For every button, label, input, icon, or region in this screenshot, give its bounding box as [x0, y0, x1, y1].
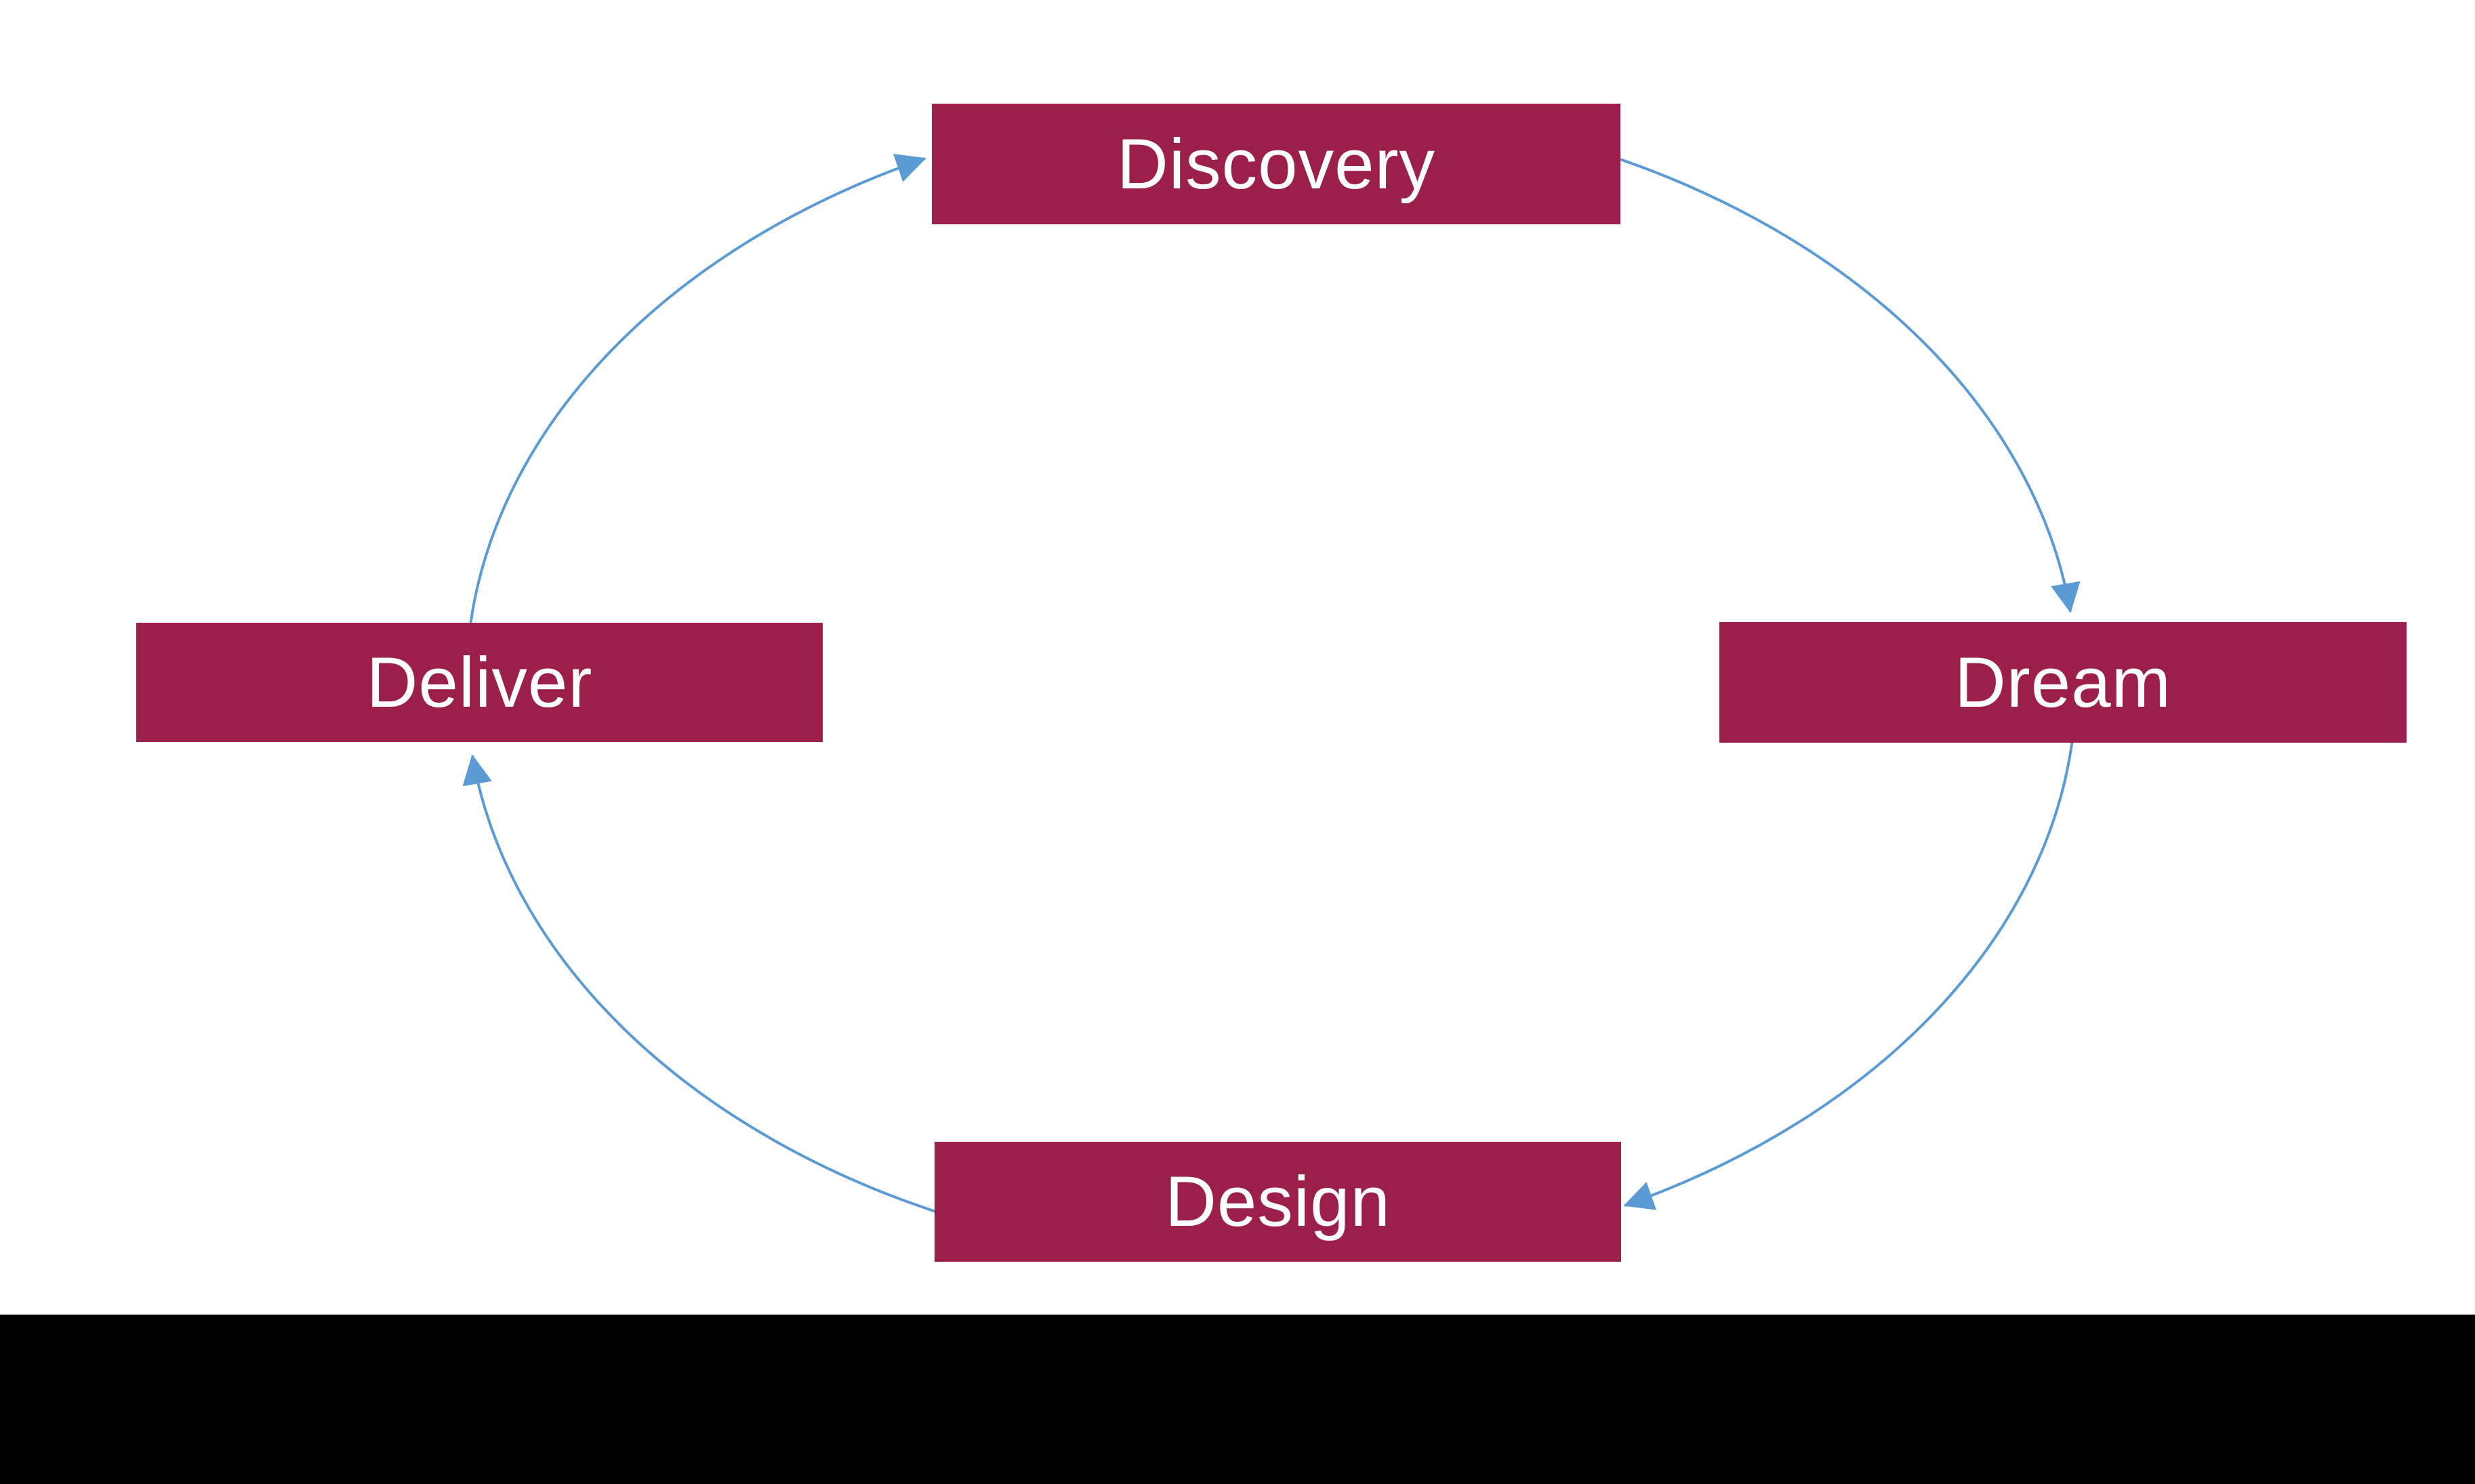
arrow-dream-to-design [1623, 713, 2077, 1210]
node-design: Design [935, 1142, 1621, 1262]
arrow-design-to-deliver [462, 754, 945, 1216]
bottom-black-bar [0, 1315, 2475, 1484]
arrow-discovery-to-dream [1546, 136, 2081, 613]
node-deliver-label: Deliver [366, 642, 593, 722]
node-design-label: Design [1165, 1162, 1391, 1241]
node-dream: Dream [1719, 622, 2407, 743]
node-dream-label: Dream [1954, 642, 2172, 722]
arrow-deliver-to-discovery [467, 153, 926, 643]
node-discovery-label: Discovery [1117, 124, 1435, 204]
node-deliver: Deliver [136, 623, 823, 742]
node-discovery: Discovery [932, 104, 1620, 224]
